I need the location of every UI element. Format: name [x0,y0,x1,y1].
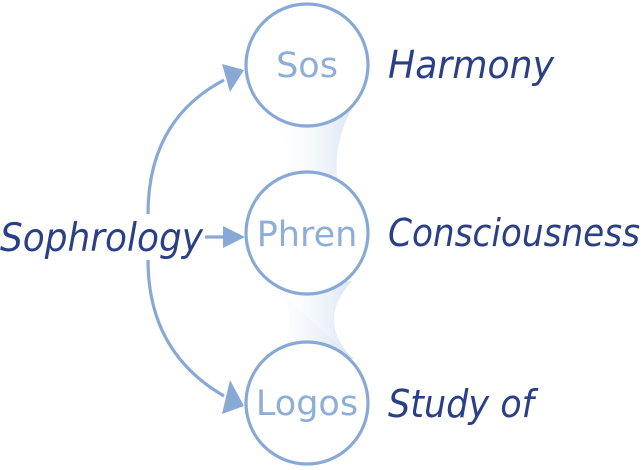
connector-phren-logos-fill [272,281,352,358]
node-label-phren: Phren [257,215,358,255]
node-circle-phren [244,170,370,296]
root-word-label: Sophrology [0,216,204,261]
arrow-curve-to-sos [146,78,225,215]
meaning-label-logos: Study of [388,382,539,426]
arrow-curve-to-logos [146,259,225,398]
node-label-sos: Sos [276,46,338,86]
meaning-label-phren: Consciousness [388,211,640,255]
meaning-label-sos: Harmony [388,43,554,87]
arrow-head-phren [223,226,245,248]
arrow-head-sos [222,64,244,92]
node-label-logos: Logos [256,384,358,424]
arrow-head-logos [222,380,244,414]
node-circle-sos [244,2,370,128]
node-circle-logos [244,340,370,466]
